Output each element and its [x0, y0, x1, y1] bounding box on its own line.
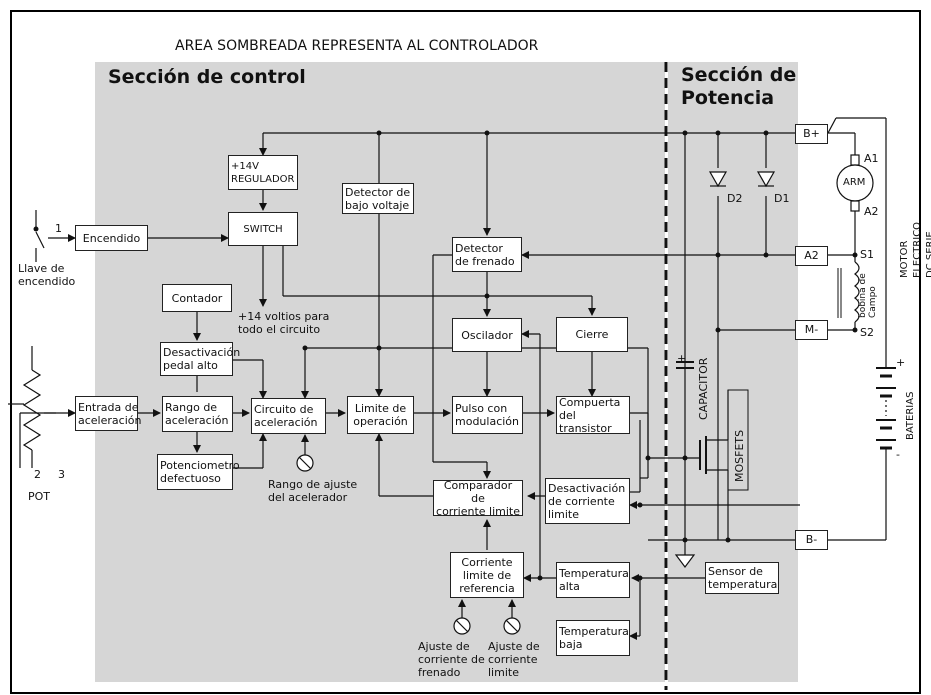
brake-detector-block: Detector de frenado — [452, 237, 522, 272]
brake-adjust-label: Ajuste de corriente de frenado — [418, 640, 485, 679]
temp-sensor-block: Sensor de temperatura — [705, 562, 779, 594]
pwm-block: Pulso con modulación — [452, 396, 523, 434]
battery-plus-label: + — [896, 356, 906, 369]
cierre-block: Cierre — [556, 317, 628, 352]
mosfets-label: MOSFETS — [733, 429, 746, 482]
pedal-deactivation-block: Desactivación pedal alto — [160, 342, 240, 376]
outer-frame — [10, 10, 921, 694]
supply-label: +14 voltios para todo el circuito — [238, 310, 330, 336]
control-section-heading: Sección de control — [108, 66, 306, 88]
power-section-heading: Sección de Potencia — [681, 64, 797, 109]
temp-high-block: Temperatura alta — [556, 562, 630, 598]
temp-low-block: Temperatura baja — [556, 620, 630, 656]
low-voltage-detector-block: Detector de bajo voltaje — [342, 183, 414, 214]
terminal-a2: A2 — [795, 246, 828, 266]
accel-range-block: Rango de aceleración — [162, 396, 233, 432]
switch-block: SWITCH — [228, 212, 298, 246]
arm-label: ARM — [843, 177, 866, 188]
operation-limit-block: Limite de operación — [347, 396, 414, 434]
terminal-bplus: B+ — [795, 124, 828, 144]
current-reference-block: Corriente limite de referencia — [450, 552, 524, 598]
encendido-block: Encendido — [75, 225, 148, 251]
terminal-mminus: M- — [795, 320, 828, 340]
accel-circuit-block: Circuito de aceleración — [251, 398, 326, 434]
s2-label: S2 — [860, 326, 874, 339]
capacitor-label: CAPACITOR — [697, 357, 710, 420]
faulty-pot-block: Potenciometro defectuoso — [157, 454, 240, 490]
motor-label: MOTOR ELECTRICO DC SERIE — [899, 221, 931, 278]
battery-minus-label: - — [896, 448, 900, 461]
batteries-label: BATERIAS — [905, 391, 916, 440]
key-switch-label: Llave de encendido — [18, 262, 76, 288]
pot-pin3-label: 3 — [58, 468, 65, 481]
s1-label: S1 — [860, 248, 874, 261]
accel-adjust-label: Rango de ajuste del acelerador — [268, 478, 358, 504]
oscilador-block: Oscilador — [452, 318, 522, 352]
diagram-title: AREA SOMBREADA REPRESENTA AL CONTROLADOR — [175, 38, 539, 54]
d1-label: D1 — [774, 192, 790, 205]
transistor-gate-block: Compuerta del transistor — [556, 396, 630, 435]
terminal-bminus: B- — [795, 530, 828, 550]
d2-label: D2 — [727, 192, 743, 205]
regulator-block: +14V REGULADOR — [228, 155, 298, 190]
contador-block: Contador — [162, 284, 232, 312]
capacitor-plus-label: + — [677, 352, 687, 365]
field-coil-label: bobina de Campo — [858, 273, 878, 318]
limit-adjust-label: Ajuste de corriente limite — [488, 640, 540, 679]
pot-pin2-label: 2 — [34, 468, 41, 481]
switch-number-label: 1 — [55, 222, 62, 235]
a1-label: A1 — [864, 152, 879, 165]
pot-label: POT — [28, 490, 51, 503]
current-comparator-block: Comparador de corriente limite — [433, 479, 523, 518]
a2-label: A2 — [864, 205, 879, 218]
current-deactivation-block: Desactivación de corriente limite — [545, 478, 630, 524]
accel-input-block: Entrada de aceleración — [75, 396, 141, 431]
